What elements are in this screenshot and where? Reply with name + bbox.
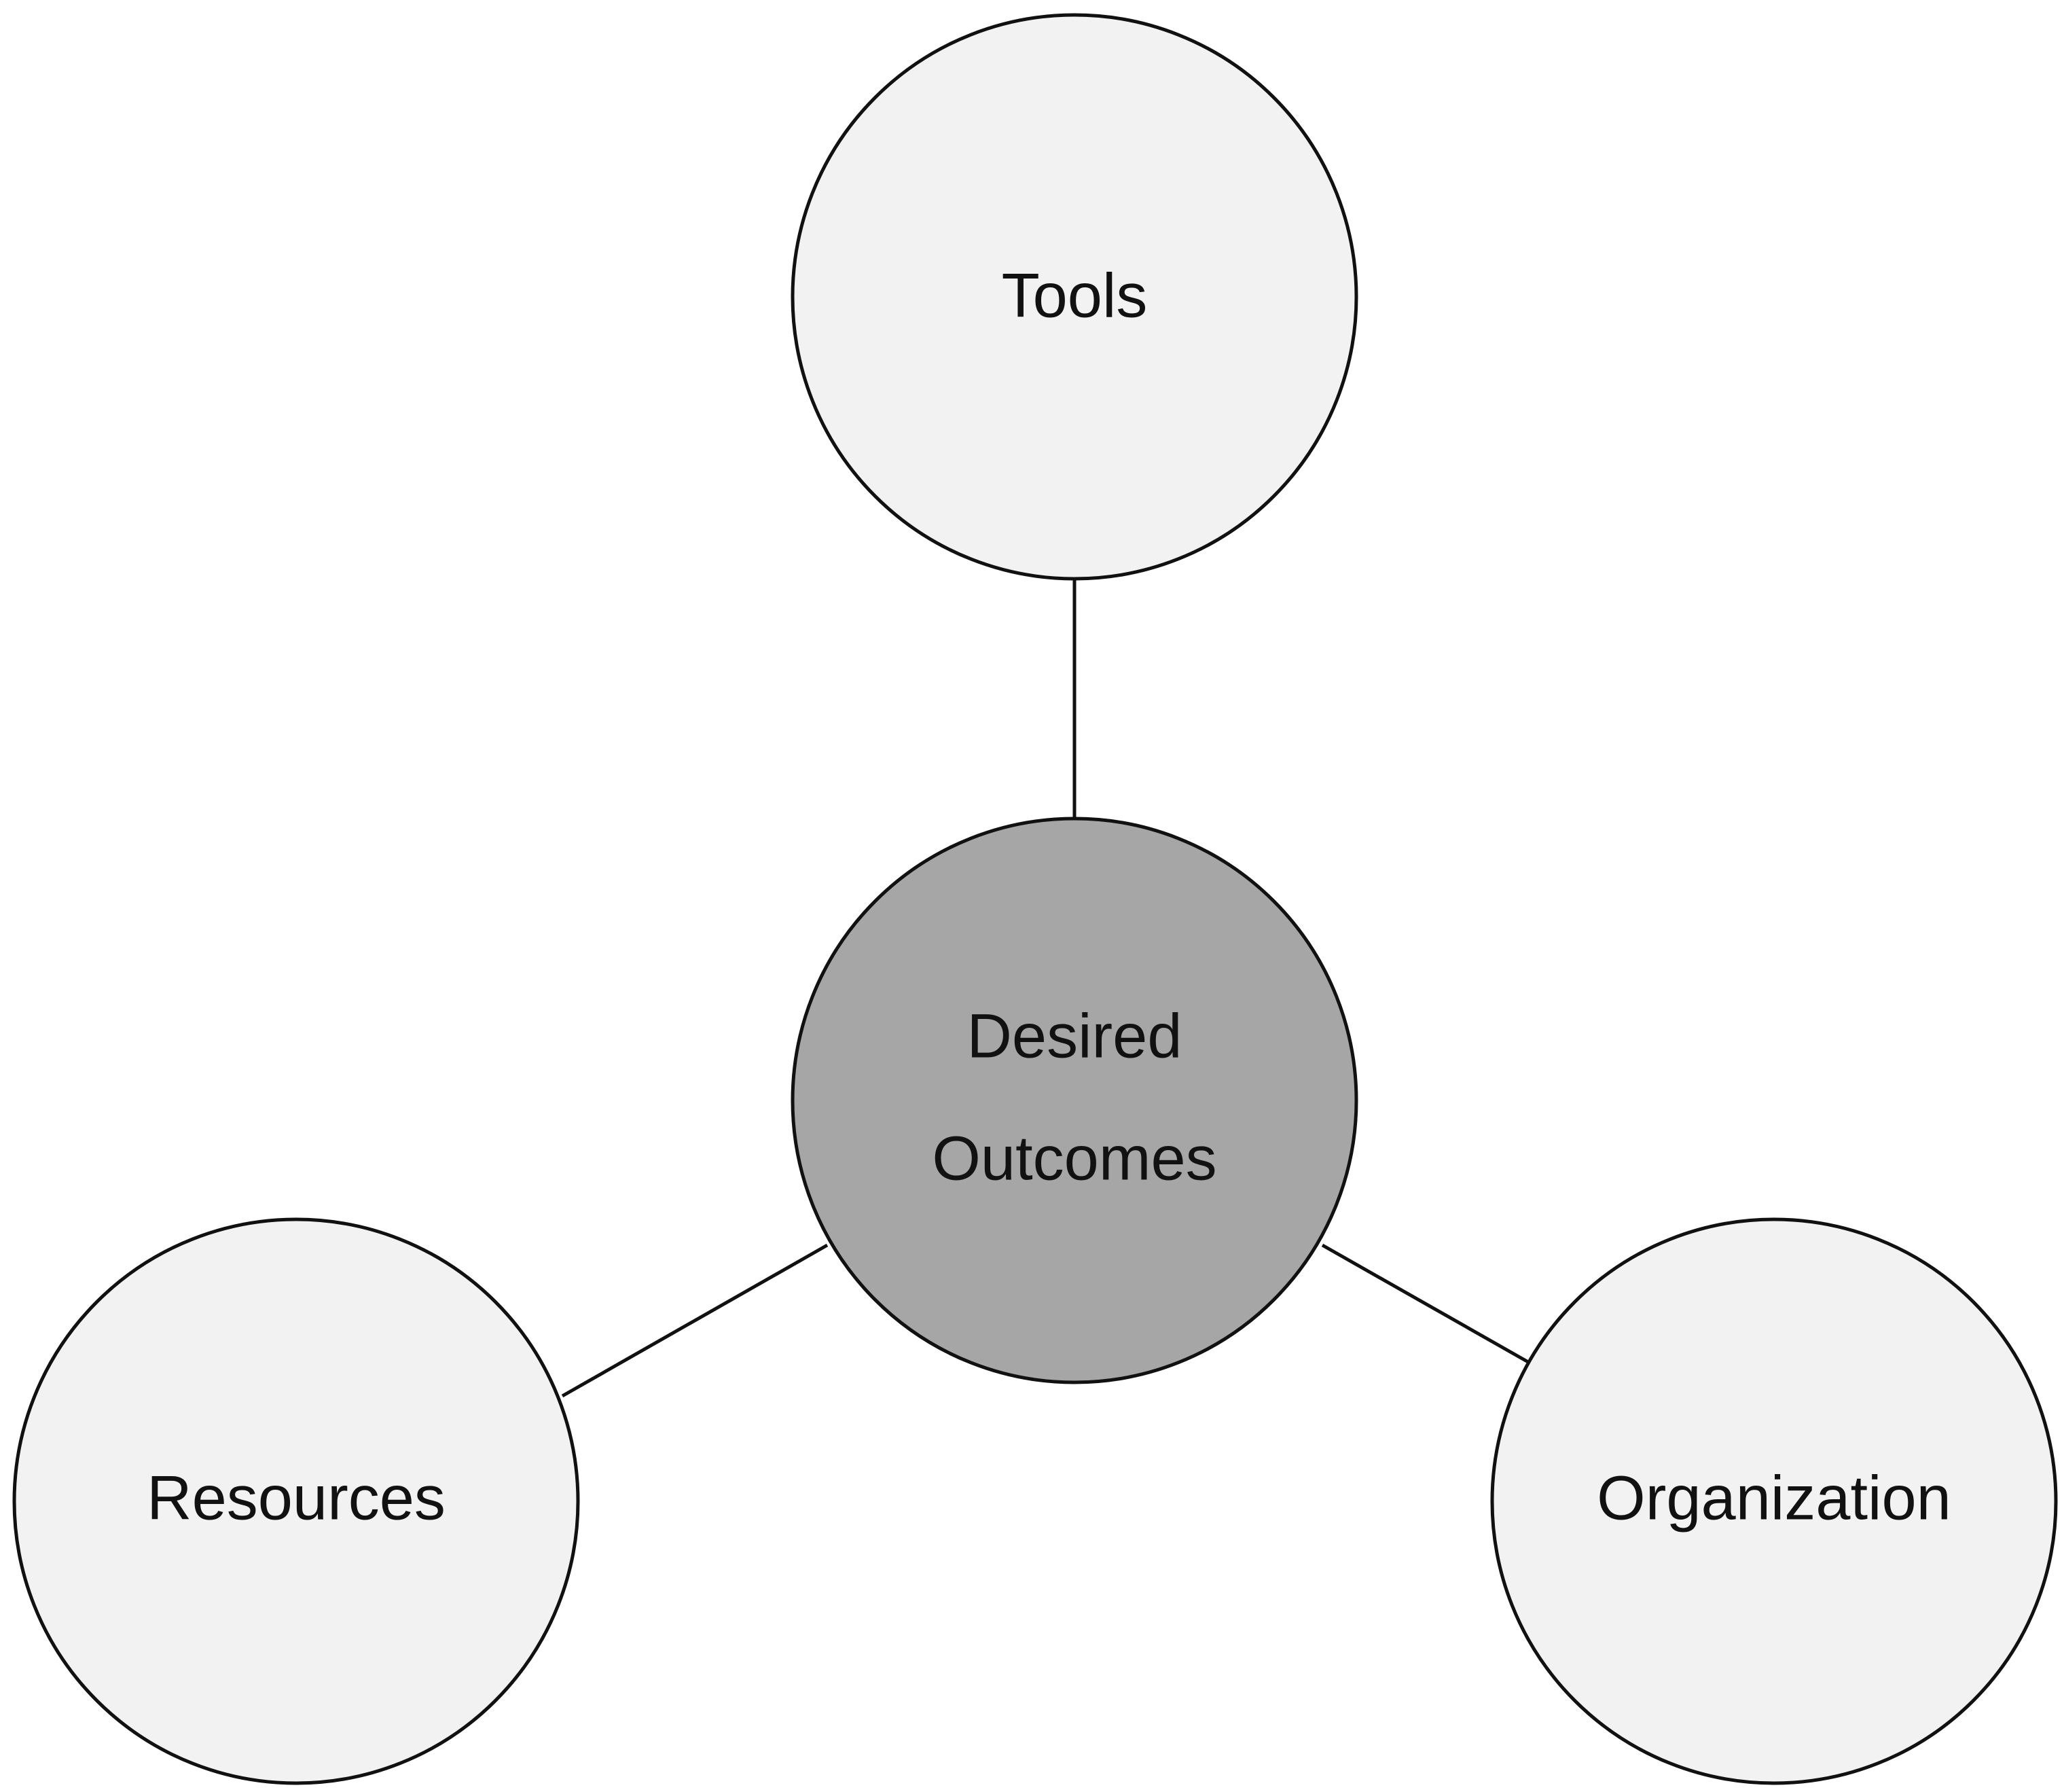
node-organization: Organization [1490, 1217, 2058, 1785]
node-desired-outcomes-label-line1: Desired [966, 1001, 1182, 1071]
node-organization-circle [1490, 1217, 2058, 1785]
node-tools: Tools [791, 13, 1358, 581]
connector-center-to-resources [561, 1243, 829, 1398]
node-tools-label: Tools [1002, 261, 1148, 330]
node-desired-outcomes-circle [791, 817, 1358, 1384]
node-resources-label: Resources [147, 1463, 446, 1533]
node-tools-circle [791, 13, 1358, 581]
node-resources-circle [12, 1217, 580, 1785]
node-desired-outcomes-label-line2: Outcomes [932, 1124, 1216, 1193]
node-desired-outcomes: Desired Outcomes [791, 817, 1358, 1384]
node-organization-label: Organization [1597, 1463, 1951, 1533]
node-resources: Resources [12, 1217, 580, 1785]
connector-center-to-organization [1321, 1243, 1530, 1364]
